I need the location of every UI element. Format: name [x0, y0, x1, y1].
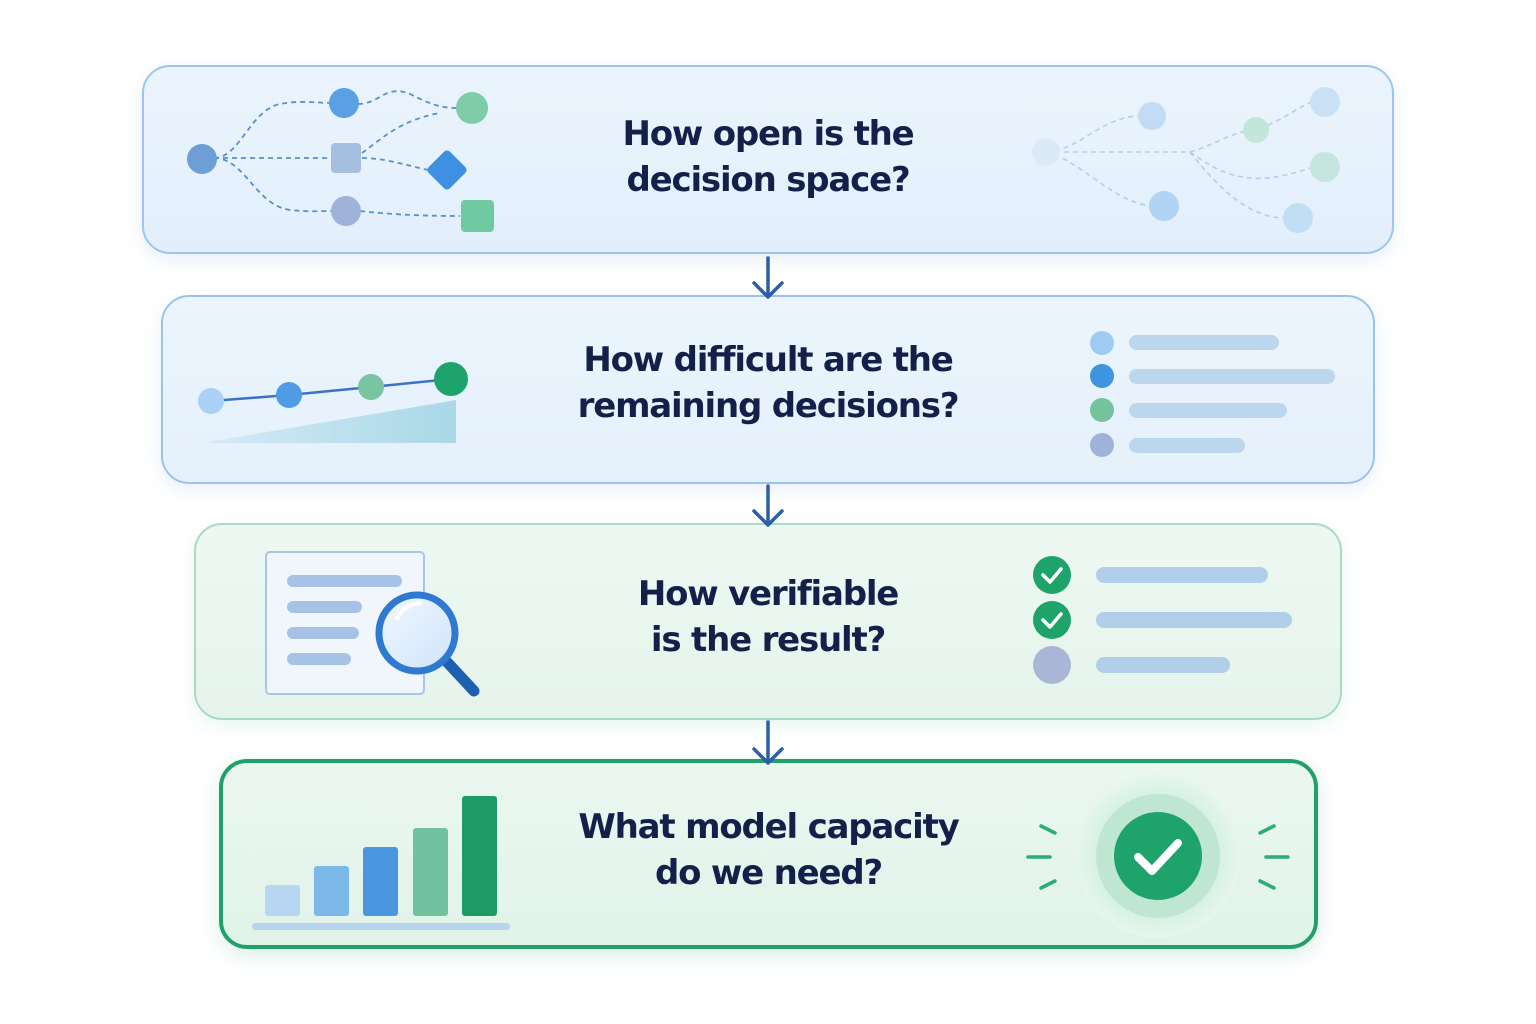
question-verifiability: How verifiable is the result? — [196, 571, 1340, 663]
question-line: How verifiable — [637, 574, 900, 614]
step-card-verifiability: How verifiable is the result? — [194, 523, 1342, 720]
question-line: remaining decisions? — [577, 386, 960, 426]
question-line: do we need? — [654, 853, 883, 893]
arrow-down-icon — [752, 484, 784, 527]
question-line: How difficult are the — [583, 340, 954, 380]
question-decision-space: How open is the decision space? — [144, 111, 1392, 203]
question-remaining-decisions: How difficult are the remaining decision… — [163, 337, 1373, 429]
question-line: What model capacity — [578, 807, 959, 847]
question-model-capacity: What model capacity do we need? — [223, 804, 1314, 896]
question-line: is the result? — [650, 620, 886, 660]
question-line: How open is the — [622, 114, 914, 154]
step-card-remaining-decisions: How difficult are the remaining decision… — [161, 295, 1375, 484]
question-line: decision space? — [626, 160, 911, 200]
step-card-model-capacity: What model capacity do we need? — [219, 759, 1318, 949]
step-card-decision-space: How open is the decision space? — [142, 65, 1394, 254]
arrow-down-icon — [752, 256, 784, 299]
arrow-down-icon — [752, 720, 784, 765]
